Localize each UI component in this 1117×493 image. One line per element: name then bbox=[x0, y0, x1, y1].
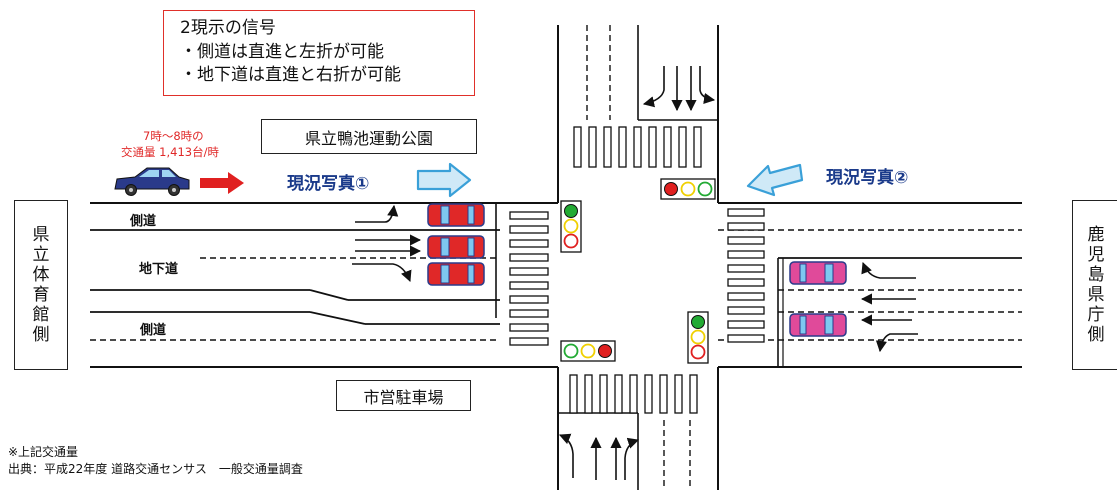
right-lane-arrows bbox=[860, 261, 918, 353]
road-edges bbox=[90, 25, 1022, 490]
side-road-top-label: 側道 bbox=[130, 214, 157, 229]
red-car bbox=[427, 262, 485, 286]
traffic-direction-arrow-icon bbox=[200, 172, 244, 194]
photo-2-label: 現況写真② bbox=[826, 168, 909, 188]
traffic-volume-count: 交通量 1,413台/時 bbox=[121, 145, 219, 159]
signal-note-line: 2現示の信号 bbox=[180, 18, 276, 38]
photo-1-label: 現況写真① bbox=[287, 174, 370, 194]
top-lane-lines bbox=[586, 25, 718, 121]
red-car bbox=[427, 203, 485, 227]
bottom-lane-lines bbox=[558, 412, 691, 490]
crosswalk-left bbox=[509, 211, 549, 346]
parking-label: 市営駐車場 bbox=[336, 380, 471, 411]
footnote-line-2: 出典：平成22年度 道路交通センサス 一般交通量調査 bbox=[8, 462, 303, 476]
footnote-line-1: ※上記交通量 bbox=[8, 445, 79, 459]
parking-label-text: 市営駐車場 bbox=[363, 387, 444, 407]
crosswalk-top bbox=[573, 126, 702, 168]
left-side-label-text: 県立体育館側 bbox=[32, 225, 50, 345]
right-side-label-text: 鹿児島県庁側 bbox=[1087, 225, 1105, 345]
underpass-label: 地下道 bbox=[139, 262, 179, 277]
pink-car bbox=[789, 313, 847, 337]
park-label: 県立鴨池運動公園 bbox=[261, 119, 477, 154]
signal-note-line: ・地下道は直進と右折が可能 bbox=[180, 65, 401, 85]
traffic-signal-horizontal-bottom bbox=[560, 340, 616, 362]
bottom-lane-arrows bbox=[558, 433, 640, 480]
traffic-volume-time: 7時～8時の bbox=[143, 129, 204, 143]
red-car bbox=[427, 235, 485, 259]
traffic-signal-vertical-right bbox=[687, 311, 709, 364]
blue-car-icon bbox=[114, 167, 190, 196]
traffic-signal-horizontal-top bbox=[660, 178, 716, 200]
signal-note: 2現示の信号 ・側道は直進と左折が可能 ・地下道は直進と右折が可能 bbox=[163, 10, 475, 96]
crosswalk-right bbox=[727, 208, 765, 343]
traffic-signal-vertical-left bbox=[560, 200, 582, 253]
photo-1-arrow-icon bbox=[416, 162, 472, 198]
side-road-bottom-label: 側道 bbox=[140, 323, 167, 338]
signal-note-line: ・側道は直進と左折が可能 bbox=[180, 41, 384, 62]
top-lane-arrows bbox=[642, 66, 716, 112]
photo-2-arrow-icon bbox=[746, 163, 804, 197]
crosswalk-bottom bbox=[569, 374, 698, 414]
right-side-label: 鹿児島県庁側 bbox=[1072, 200, 1117, 370]
park-label-text: 県立鴨池運動公園 bbox=[304, 128, 433, 148]
pink-car bbox=[789, 261, 847, 285]
left-lane-arrows bbox=[352, 204, 422, 283]
right-lane-lines bbox=[718, 229, 1022, 367]
left-side-label: 県立体育館側 bbox=[14, 200, 68, 370]
left-lane-lines bbox=[90, 203, 500, 341]
